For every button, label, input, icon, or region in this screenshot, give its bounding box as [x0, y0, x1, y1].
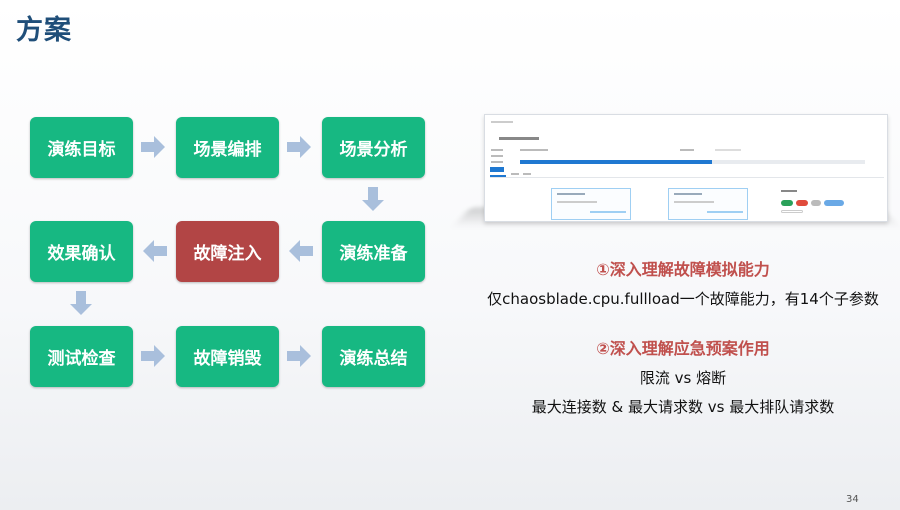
- arrow-right-icon: [287, 345, 311, 367]
- screenshot-thumbnail: [452, 110, 900, 230]
- thumb-heading: [499, 137, 539, 140]
- thumb-card-title: [557, 193, 585, 195]
- thumb-pill: [796, 200, 808, 206]
- step-fault-injection: 故障注入: [176, 221, 279, 282]
- step-scene-analysis: 场景分析: [322, 117, 425, 178]
- point2-line2: 最大连接数 & 最大请求数 vs 最大排队请求数: [531, 398, 835, 416]
- arrow-down-icon: [70, 291, 92, 315]
- thumb-tab: [523, 173, 531, 175]
- thumb-tab: [511, 173, 519, 175]
- point2-line1: 限流 vs 熔断: [639, 369, 727, 387]
- step-drill-goal: 演练目标: [30, 117, 133, 178]
- thumb-value: [520, 149, 548, 151]
- thumbnail-frame: [484, 114, 888, 222]
- thumb-pill: [824, 200, 844, 206]
- step-scene-orchestration: 场景编排: [176, 117, 279, 178]
- thumb-tag: [490, 167, 504, 172]
- thumb-card: [551, 188, 631, 220]
- step-fault-destruction: 故障销毁: [176, 326, 279, 387]
- thumb-label: [491, 155, 503, 157]
- thumb-input: [781, 210, 803, 213]
- thumb-progress-fill: [520, 160, 712, 164]
- point2-heading: ②深入理解应急预案作用: [596, 339, 770, 358]
- thumb-pill: [811, 200, 821, 206]
- thumb-card-title: [674, 193, 702, 195]
- arrow-down-icon: [362, 187, 384, 211]
- thumb-label: [491, 161, 503, 163]
- page-title: 方案: [16, 15, 72, 46]
- step-drill-preparation: 演练准备: [322, 221, 425, 282]
- point1-text: 仅chaosblade.cpu.fullload一个故障能力，有14个子参数: [487, 290, 879, 308]
- arrow-left-icon: [289, 240, 313, 262]
- step-effect-confirmation: 效果确认: [30, 221, 133, 282]
- thumb-breadcrumb: [491, 121, 513, 123]
- thumb-pill: [781, 200, 793, 206]
- thumb-tab-line: [490, 177, 884, 178]
- thumb-card: [668, 188, 748, 220]
- thumb-label: [491, 149, 503, 151]
- thumb-card-text: [557, 201, 597, 203]
- thumb-progress-bar: [520, 160, 865, 164]
- thumb-card-link: [590, 211, 626, 213]
- thumb-tab-active: [490, 175, 506, 177]
- arrow-right-icon: [287, 136, 311, 158]
- thumb-label: [680, 149, 694, 151]
- point1-heading: ①深入理解故障模拟能力: [596, 260, 770, 279]
- thumb-card-text: [674, 201, 714, 203]
- arrow-left-icon: [143, 240, 167, 262]
- thumb-value: [715, 149, 741, 151]
- step-drill-summary: 演练总结: [322, 326, 425, 387]
- page-number: 34: [846, 494, 859, 505]
- thumb-side-title: [781, 190, 797, 192]
- thumb-card-link: [707, 211, 743, 213]
- arrow-right-icon: [141, 345, 165, 367]
- arrow-right-icon: [141, 136, 165, 158]
- step-test-check: 测试检查: [30, 326, 133, 387]
